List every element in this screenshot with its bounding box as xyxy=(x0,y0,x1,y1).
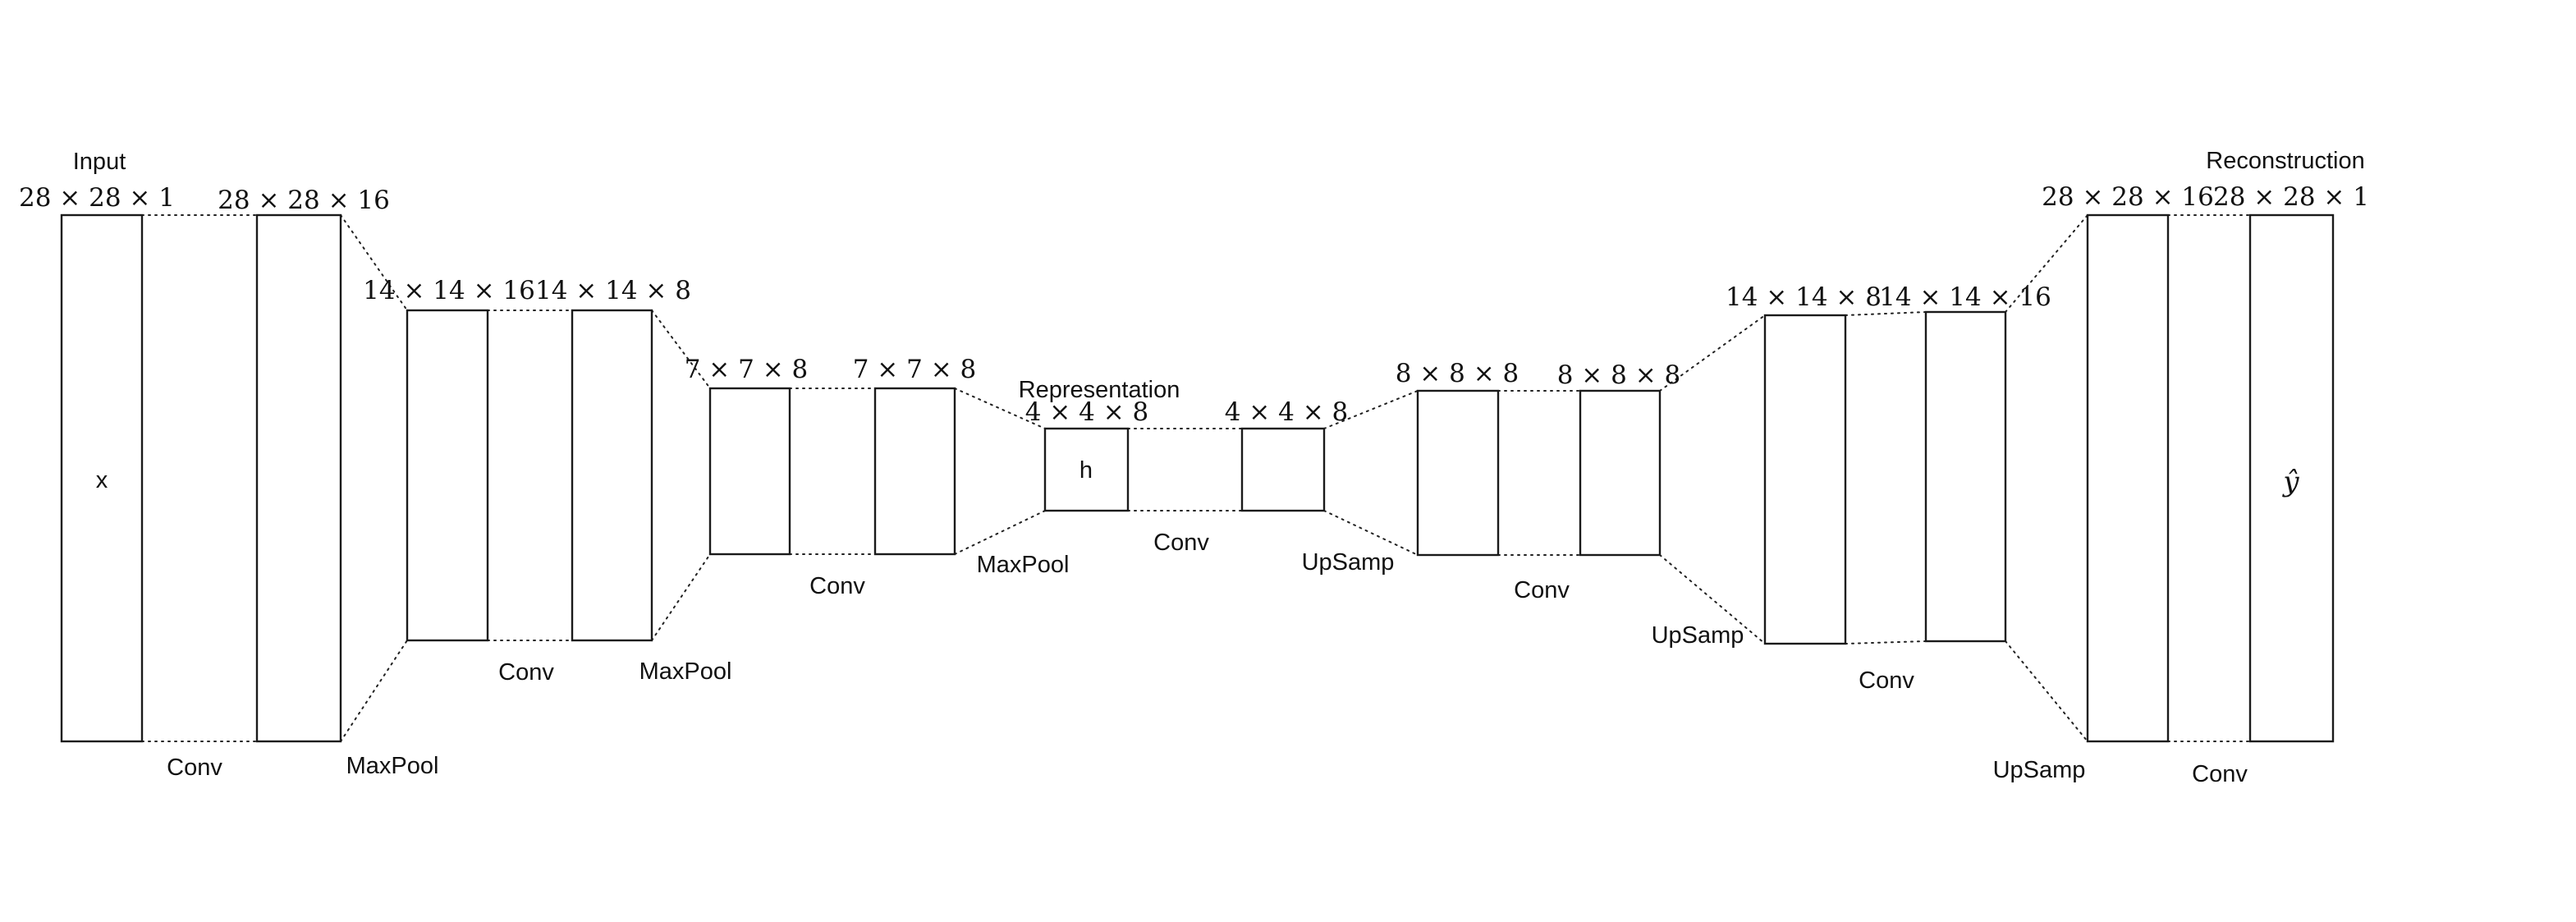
reconstruction-label: Reconstruction xyxy=(2206,148,2364,174)
op-label-conv: Conv xyxy=(2192,761,2248,787)
connector xyxy=(954,510,1046,555)
op-label-conv: Conv xyxy=(1153,530,1209,556)
operation-labels: Conv MaxPool Conv MaxPool Conv MaxPool C… xyxy=(167,530,2248,787)
layer-block-upsamp xyxy=(2086,213,2170,743)
connector xyxy=(340,640,408,742)
op-label-conv: Conv xyxy=(167,755,222,781)
dimension-labels: 28 × 28 × 1 28 × 28 × 16 14 × 14 × 16 14… xyxy=(19,182,2369,427)
representation-symbol: h xyxy=(1079,457,1093,484)
layer-block-input xyxy=(60,213,144,743)
op-label-conv: Conv xyxy=(1859,667,1914,694)
input-label: Input xyxy=(73,149,126,175)
op-label-maxpool: MaxPool xyxy=(346,753,439,779)
dimension-label: 14 × 14 × 8 xyxy=(1726,282,1882,312)
op-label-conv: Conv xyxy=(1514,577,1570,603)
dimension-label: 8 × 8 × 8 xyxy=(1396,359,1519,388)
connector xyxy=(2005,214,2088,313)
op-label-upsamp: UpSamp xyxy=(1302,549,1395,576)
layer-block-conv xyxy=(255,213,342,743)
layer-block-upsamp xyxy=(1416,389,1500,557)
dimension-label: 14 × 14 × 16 xyxy=(1879,282,2051,312)
layer-block-maxpool xyxy=(406,309,489,642)
op-label-maxpool: MaxPool xyxy=(977,552,1070,578)
inner-symbols: x h ŷ xyxy=(96,457,2300,498)
connector xyxy=(1323,510,1419,556)
layer-block-conv xyxy=(1924,310,2007,643)
connector xyxy=(1659,314,1766,392)
input-symbol: x xyxy=(96,467,108,493)
layer-block-conv xyxy=(1579,389,1662,557)
connector xyxy=(340,214,408,311)
dimension-label: 14 × 14 × 8 xyxy=(535,276,691,305)
dimension-label: 28 × 28 × 16 xyxy=(218,186,390,215)
op-label-upsamp: UpSamp xyxy=(1652,622,1744,649)
op-label-conv: Conv xyxy=(498,659,554,686)
dimension-label: 7 × 7 × 8 xyxy=(853,355,977,384)
dimension-label: 14 × 14 × 16 xyxy=(363,276,535,305)
layer-block-conv xyxy=(873,387,956,556)
connector xyxy=(651,553,711,641)
op-label-upsamp: UpSamp xyxy=(1993,757,2086,783)
dimension-label: 28 × 28 × 1 xyxy=(2213,182,2369,212)
layer-block-conv xyxy=(571,309,653,642)
layer-block-maxpool xyxy=(708,387,791,556)
layer-block-output xyxy=(2248,213,2335,743)
dimension-label: 28 × 28 × 1 xyxy=(19,183,175,213)
representation-label: Representation xyxy=(1019,377,1180,403)
op-label-maxpool: MaxPool xyxy=(639,658,732,685)
connector xyxy=(1845,311,1927,316)
connector xyxy=(2005,640,2088,742)
connectors xyxy=(141,214,2251,742)
dimension-label: 4 × 4 × 8 xyxy=(1025,397,1149,427)
dimension-label: 28 × 28 × 16 xyxy=(2042,182,2214,212)
layer-block-representation xyxy=(1043,427,1130,512)
dimension-label: 8 × 8 × 8 xyxy=(1557,360,1681,390)
stage-labels: Input Representation Reconstruction xyxy=(73,148,2365,403)
layer-block-conv xyxy=(1240,427,1326,512)
layer-block-upsamp xyxy=(1763,314,1847,645)
dimension-label: 4 × 4 × 8 xyxy=(1225,397,1349,427)
connector xyxy=(1845,640,1927,644)
dimension-label: 7 × 7 × 8 xyxy=(685,355,809,384)
reconstruction-symbol: ŷ xyxy=(2281,466,2299,498)
blocks xyxy=(60,213,2335,743)
op-label-conv: Conv xyxy=(809,573,865,599)
connector xyxy=(651,310,711,389)
